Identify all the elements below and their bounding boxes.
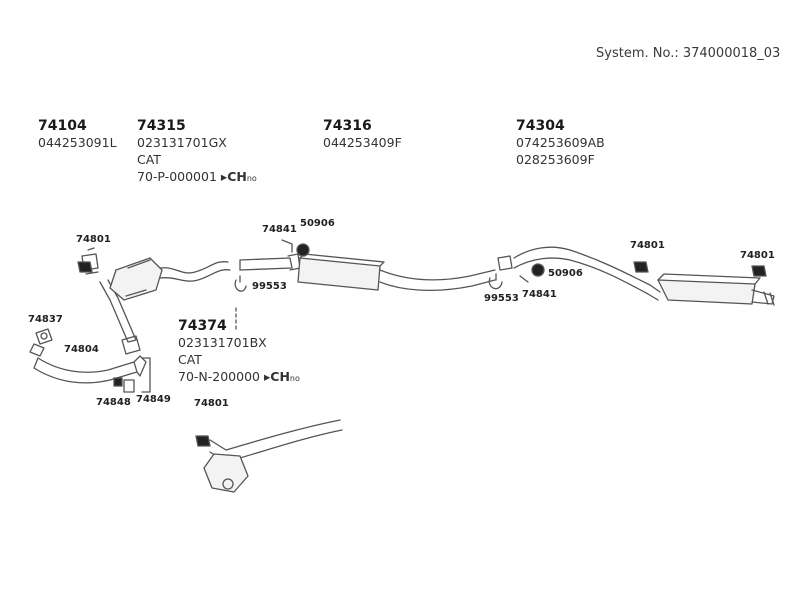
arrow-icon: ▸ <box>220 169 228 184</box>
group-74374: 74374 023131701BX CAT 70-N-200000 ▸CHno <box>178 318 300 387</box>
arrow-icon: ▸ <box>263 369 271 384</box>
callout-74804: 74804 <box>64 344 99 355</box>
part-number: 74304 <box>516 118 565 134</box>
part-number: 74374 <box>178 318 227 334</box>
part-type: CAT <box>178 352 202 367</box>
group-74304: 74304 074253609AB 028253609F <box>516 118 605 168</box>
group-74315: 74315 023131701GX CAT 70-P-000001 ▸CHno <box>137 118 257 187</box>
catalytic-converter <box>81 247 231 355</box>
country-code: CHno <box>227 169 257 184</box>
front-downpipe <box>29 343 147 393</box>
group-74316: 74316 044253409F <box>323 118 402 151</box>
clamp-99553-b <box>488 273 503 290</box>
callout-99553: 99553 <box>484 293 519 304</box>
callout-50906: 50906 <box>548 268 583 279</box>
callout-74849: 74849 <box>136 394 171 405</box>
part-code: 023131701BX <box>178 335 267 350</box>
part-number: 74104 <box>38 118 87 134</box>
callout-99553: 99553 <box>252 281 287 292</box>
callout-74841: 74841 <box>262 224 297 235</box>
part-number: 74315 <box>137 118 186 134</box>
serial-range: 70-N-200000 ▸CHno <box>178 368 300 387</box>
range-text: 70-P-000001 <box>137 169 217 184</box>
part-code: 023131701GX <box>137 135 227 150</box>
callout-74848: 74848 <box>96 397 131 408</box>
part-code: 044253409F <box>323 135 402 150</box>
callout-74801: 74801 <box>76 234 111 245</box>
callout-74841: 74841 <box>522 289 557 300</box>
callout-74837: 74837 <box>28 314 63 325</box>
range-text: 70-N-200000 <box>178 369 260 384</box>
callout-74801: 74801 <box>630 240 665 251</box>
hanger-rubbers <box>77 261 767 447</box>
part-number: 74316 <box>323 118 372 134</box>
rear-silencer <box>497 246 775 306</box>
callout-50906: 50906 <box>300 218 335 229</box>
country-code: CHno <box>270 369 300 384</box>
part-code: 074253609AB <box>516 135 605 150</box>
callout-74801: 74801 <box>740 250 775 261</box>
callout-74801: 74801 <box>194 398 229 409</box>
part-type: CAT <box>137 152 161 167</box>
part-code: 044253091L <box>38 135 117 150</box>
bracket-74849 <box>141 357 151 393</box>
gasket-74837 <box>35 328 53 345</box>
clamp-99553-a <box>234 275 247 292</box>
middle-silencer <box>239 239 496 292</box>
group-74104: 74104 044253091L <box>38 118 117 151</box>
serial-range: 70-P-000001 ▸CHno <box>137 168 257 187</box>
part-code: 028253609F <box>516 152 595 167</box>
alt-catalytic-converter <box>203 419 343 493</box>
system-number: System. No.: 374000018_03 <box>596 46 781 61</box>
